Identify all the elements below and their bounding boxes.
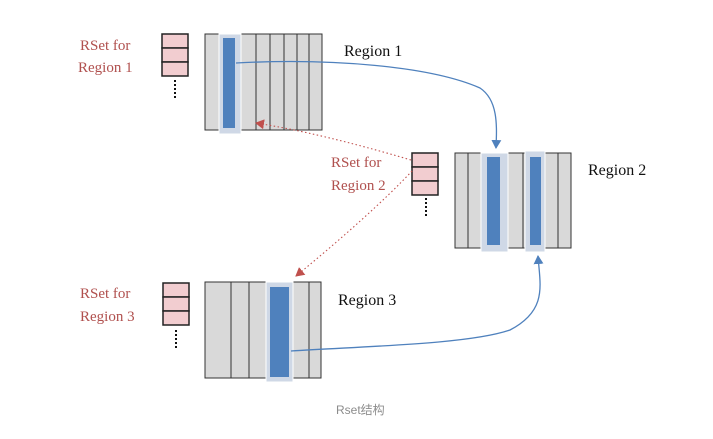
rset-region-1-slot: [161, 33, 189, 49]
rset-region-2-label-line1: RSet for: [331, 155, 381, 171]
rset-region-1-label-line2: Region 1: [78, 60, 133, 76]
region-1-referenced-card: [223, 38, 235, 128]
rset-arrow-to-region1-card: [255, 119, 412, 161]
rset-arrow-to-region3-card: [295, 170, 413, 277]
rset-region-2-slot: [411, 152, 439, 168]
rset-region-2-slot: [411, 180, 439, 196]
rset-region-3-label-line2: Region 3: [80, 309, 135, 325]
region-2-label: Region 2: [588, 162, 646, 179]
rset-region-1-label-line1: RSet for: [80, 38, 130, 54]
region-2-referencing-card-a: [487, 157, 500, 245]
rset-region-3-slot: [162, 310, 190, 326]
region-1-label: Region 1: [344, 43, 402, 60]
region-3-label: Region 3: [338, 292, 396, 309]
rset-region-2-label-line2: Region 2: [331, 178, 386, 194]
rset-region-3-label-line1: RSet for: [80, 286, 130, 302]
region-2: Region 2: [454, 150, 646, 253]
region-2-box: [454, 152, 572, 249]
rset-region-2-slot: [411, 166, 439, 182]
rset-region-1: RSet for Region 1: [78, 33, 189, 100]
region-2-referencing-card-b: [530, 157, 541, 245]
region-3: Region 3: [204, 281, 396, 383]
rset-region-1-slot: [161, 61, 189, 77]
ref-arrow-region1-to-region2: [235, 60, 502, 149]
rset-region-1-slot: [161, 47, 189, 63]
region-3-referencing-card: [270, 287, 289, 377]
diagram-caption: Rset结构: [336, 402, 385, 417]
rset-region-3-slot: [162, 296, 190, 312]
ref-arrow-region3-to-region2: [290, 255, 544, 352]
rset-region-2: RSet for Region 2: [331, 152, 439, 218]
rset-region-3: RSet for Region 3: [80, 282, 190, 350]
region-1: Region 1: [204, 33, 402, 135]
rset-region-3-slot: [162, 282, 190, 298]
region-3-box: [204, 281, 322, 379]
